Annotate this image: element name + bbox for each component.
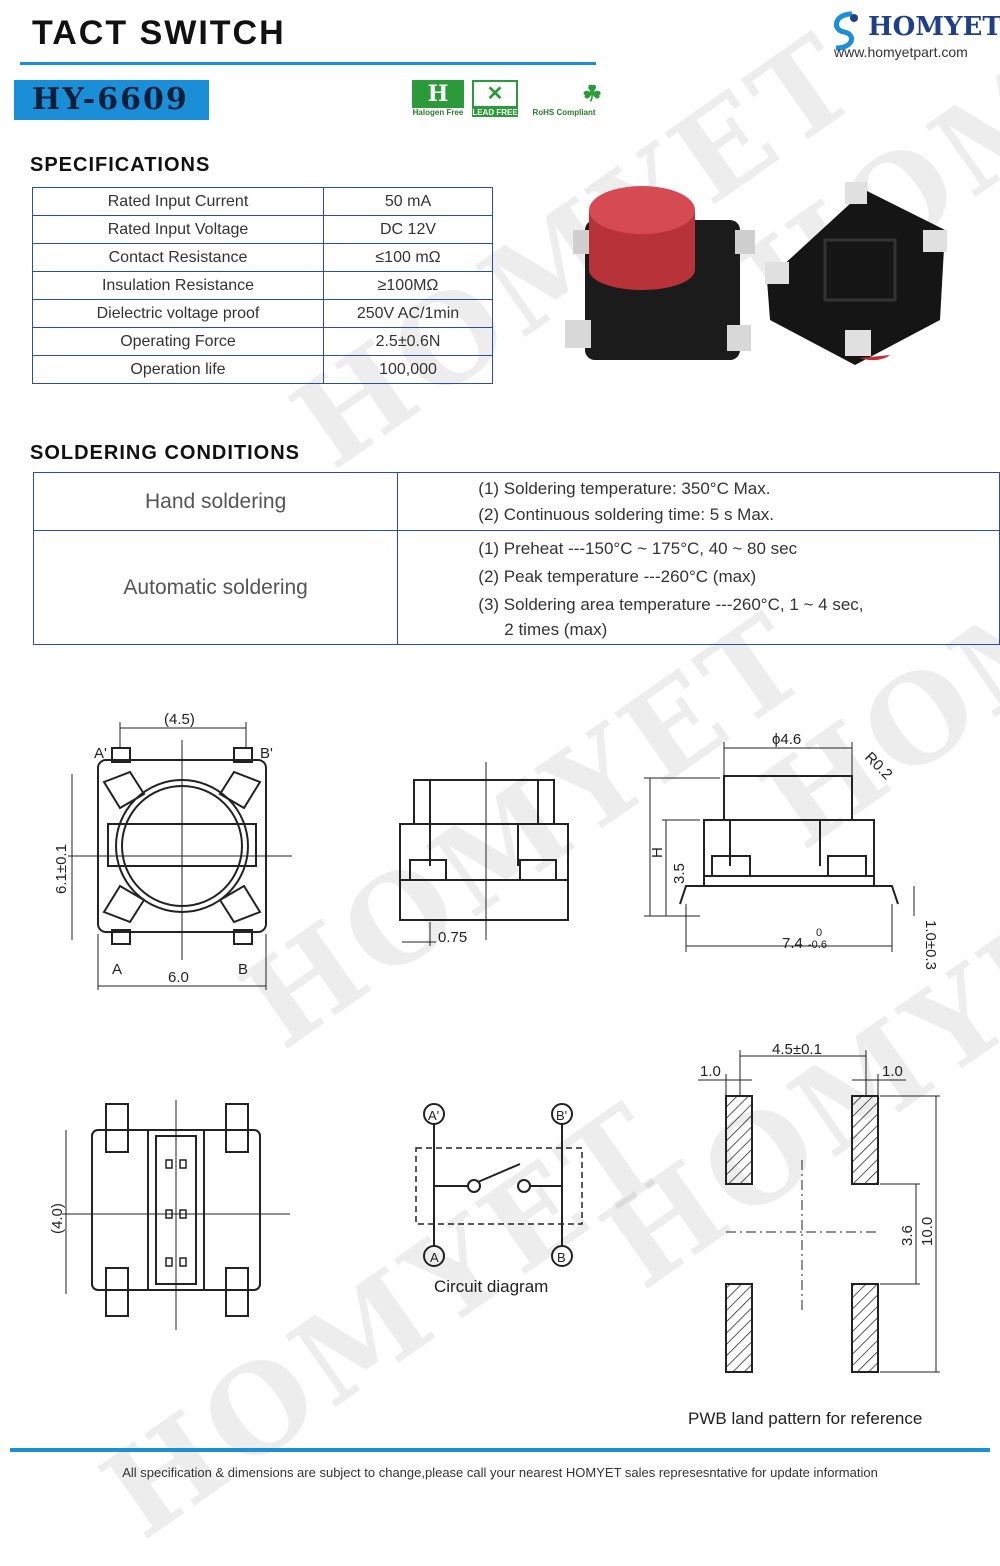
dim-height-h: H: [649, 847, 666, 858]
spec-label: Rated Input Voltage: [32, 215, 324, 244]
dim-height-body: 3.5: [671, 863, 688, 884]
spec-label: Dielectric voltage proof: [32, 299, 324, 328]
model-badge: HY-6609: [14, 80, 209, 120]
spec-value: 50 mA: [323, 187, 493, 216]
dim-diameter: ϕ4.6: [772, 731, 801, 748]
rohs-icon: ☘ RoHS Compliant: [532, 81, 602, 117]
halogen-free-icon: H Halogen Free: [412, 80, 464, 117]
brand-url: www.homyetpart.com: [834, 44, 968, 60]
bottom-view-drawing: [62, 1100, 290, 1330]
spec-label: Insulation Resistance: [32, 271, 324, 300]
dim-radius: R0.2: [861, 749, 895, 783]
spec-value: 2.5±0.6N: [323, 327, 493, 356]
spec-label: Rated Input Current: [32, 187, 324, 216]
spec-value: DC 12V: [323, 215, 493, 244]
table-row: Contact Resistance≤100 mΩ: [32, 243, 493, 272]
footer-note: All specification & dimensions are subje…: [122, 1465, 878, 1480]
circuit-caption: Circuit diagram: [434, 1277, 548, 1296]
technical-drawings: (4.5) A' B' A B 6.0 6.1±0.1 0.75 ϕ4.6 R0…: [49, 711, 940, 1428]
land-pattern-drawing: [698, 1050, 940, 1373]
circuit-diagram: [415, 1103, 583, 1267]
spec-value: 250V AC/1min: [323, 299, 493, 328]
dim-length: 7.4: [782, 935, 803, 952]
hand-soldering-conditions: (1) Soldering temperature: 350°C Max. (2…: [397, 472, 1000, 531]
side-view-drawing: [399, 762, 569, 946]
dim-pad-total: 10.0: [919, 1217, 936, 1246]
pin-label: A: [430, 1250, 439, 1265]
soldering-title: SOLDERING CONDITIONS: [30, 442, 301, 464]
dim-pad-pitch: 4.5±0.1: [772, 1041, 822, 1058]
switch-front-image: [565, 186, 755, 360]
auto-soldering-conditions: (1) Preheat ---150°C ~ 175°C, 40 ~ 80 se…: [397, 530, 1000, 645]
bottom-rule: [10, 1448, 990, 1452]
title-rule: [20, 62, 596, 65]
spec-value: 100,000: [323, 355, 493, 384]
pin-label: B': [556, 1108, 567, 1123]
profile-view-drawing: [644, 742, 915, 952]
lead-free-icon: ✕ LEAD FREE: [472, 80, 518, 120]
dim-top-width: 6.0: [168, 969, 189, 986]
pin-label: B: [238, 961, 248, 978]
spec-label: Contact Resistance: [32, 243, 324, 272]
brand-name: HOMYET: [868, 12, 1000, 42]
pin-label: B: [557, 1250, 566, 1265]
dim-length-tol-upper: 0: [816, 927, 822, 939]
spec-value: ≤100 mΩ: [323, 243, 493, 272]
dim-pad-gap: 3.6: [899, 1225, 916, 1246]
spec-value: ≥100MΩ: [323, 271, 493, 300]
table-row: Automatic soldering (1) Preheat ---150°C…: [32, 530, 1000, 645]
pin-label: A: [112, 961, 122, 978]
spec-label: Operating Force: [32, 327, 324, 356]
hand-soldering-label: Hand soldering: [32, 472, 399, 531]
pin-label: A': [94, 745, 107, 762]
spec-label: Operation life: [32, 355, 324, 384]
dim-top-width-ref: (4.5): [164, 711, 195, 728]
homyet-logo-icon: [834, 11, 858, 51]
dim-top-height: 6.1±0.1: [53, 844, 70, 894]
dim-bottom-height-ref: (4.0): [49, 1203, 66, 1234]
dim-length-tol-lower: -0.6: [808, 939, 827, 951]
dim-pad-width-left: 1.0: [700, 1063, 721, 1080]
pin-label: A': [428, 1108, 439, 1123]
land-pattern-caption: PWB land pattern for reference: [688, 1409, 922, 1428]
dim-pad-width-right: 1.0: [882, 1063, 903, 1080]
pin-label: B': [260, 745, 273, 762]
switch-back-image: [765, 182, 947, 365]
auto-soldering-label: Automatic soldering: [32, 530, 399, 645]
dim-lead: 1.0±0.3: [922, 920, 939, 970]
dim-pin-width: 0.75: [438, 929, 467, 946]
specifications-title: SPECIFICATIONS: [30, 154, 211, 176]
product-photo: [565, 182, 947, 365]
table-row: Hand soldering (1) Soldering temperature…: [32, 472, 1000, 531]
table-row: Insulation Resistance≥100MΩ: [32, 271, 493, 300]
soldering-table: Hand soldering (1) Soldering temperature…: [32, 472, 1000, 645]
page-title: TACT SWITCH: [32, 14, 286, 52]
top-view-drawing: [68, 722, 292, 990]
